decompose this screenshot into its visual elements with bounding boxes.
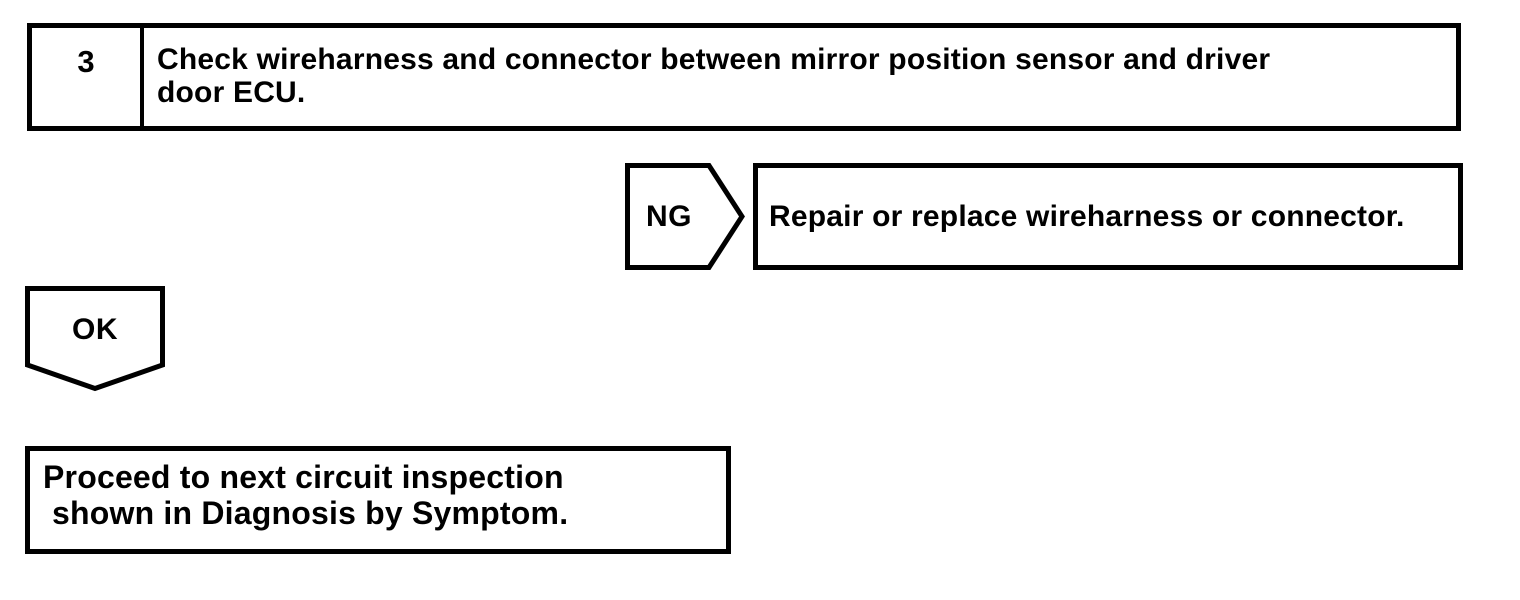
ng-connector: NG [625,163,745,270]
ok-connector: OK [25,286,165,393]
step-instruction: Check wireharness and connector between … [144,28,1456,126]
ok-pentagon-outline [25,286,165,392]
ng-result-text: Repair or replace wireharness or connect… [769,199,1405,233]
ng-result-box: Repair or replace wireharness or connect… [753,163,1463,270]
step-instruction-line1: Check wireharness and connector between … [157,43,1271,76]
step-instruction-line2: door ECU. [157,76,306,109]
ng-pentagon-right-icon [625,163,745,270]
ok-pentagon-down-icon [25,286,165,392]
step-box: 3 Check wireharness and connector betwee… [27,23,1461,131]
ok-result-line1: Proceed to next circuit inspection [43,459,564,495]
ok-result-box: Proceed to next circuit inspection shown… [25,446,731,554]
ng-pentagon-outline [625,163,745,270]
ok-result-line2: shown in Diagnosis by Symptom. [52,495,569,531]
ng-label: NG [646,199,692,233]
step-number: 3 [32,28,144,126]
ok-label: OK [72,313,118,346]
